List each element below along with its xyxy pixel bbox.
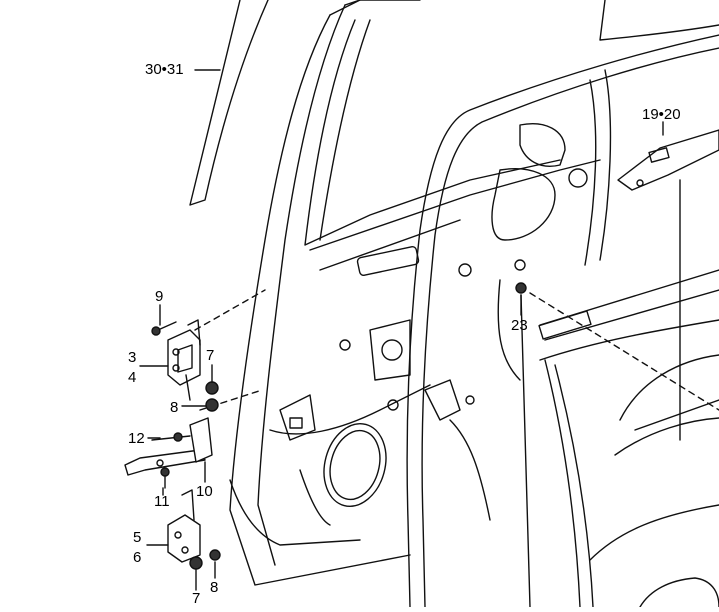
callout-7-lower: 7 <box>192 590 201 607</box>
trim-panel-body <box>539 319 719 361</box>
nut-7b <box>189 556 203 570</box>
window-edge <box>304 19 561 246</box>
door-weatherstrip <box>406 34 719 608</box>
check-mount-slot <box>289 417 303 429</box>
lower-panel-curve <box>299 469 331 526</box>
latch-hole <box>465 395 475 405</box>
callout-4: 4 <box>128 369 137 386</box>
trim-lower-curve <box>589 504 719 561</box>
inner-panel-hole-a <box>568 168 588 188</box>
bolt-12 <box>151 432 191 442</box>
trim-armrest-pocket <box>634 399 719 431</box>
fastener-23 <box>515 282 527 294</box>
inner-panel-top <box>309 159 601 251</box>
nut-8b <box>209 549 221 561</box>
trim-panel-top-b <box>544 289 719 341</box>
callout-19-20: 19•20 <box>642 106 681 123</box>
dashed-ref-upper <box>194 289 266 331</box>
door-top-rail-inner <box>344 0 363 6</box>
regulator-rail <box>544 359 581 608</box>
window-edge-inner <box>319 19 371 241</box>
inner-panel-hole-b <box>458 263 472 277</box>
trim-armrest <box>619 354 719 421</box>
callout-10: 10 <box>196 483 213 500</box>
callout-3: 3 <box>128 349 137 366</box>
callout-5: 5 <box>133 529 142 546</box>
speaker-ring <box>323 422 387 508</box>
callout-7-upper: 7 <box>206 347 215 364</box>
callout-12: 12 <box>128 430 145 447</box>
regulator-glass-edge <box>497 279 521 381</box>
check-mount-plate <box>279 394 316 441</box>
inner-panel-window-rail <box>319 219 461 271</box>
nut-7a <box>205 381 219 395</box>
inner-panel-speaker-hole <box>381 339 403 361</box>
hinge-upper-bolt <box>185 374 191 401</box>
callout-9: 9 <box>155 288 164 305</box>
callout-6: 6 <box>133 549 142 566</box>
callout-23: 23 <box>511 317 528 334</box>
inner-panel-cutout-b <box>519 123 566 167</box>
window-switch-button <box>648 147 670 163</box>
inner-panel-cutout-a <box>491 168 556 241</box>
callout-8-lower: 8 <box>210 579 219 596</box>
bolt-9 <box>151 321 177 336</box>
fastener-23-shaft <box>520 294 531 608</box>
door-weatherstrip-side-b <box>584 79 597 266</box>
window-switch-clip <box>636 179 644 187</box>
door-frame-outer <box>229 14 411 586</box>
callout-30-31: 30•31 <box>145 61 184 78</box>
lower-panel-edge <box>229 479 361 546</box>
inner-panel-speaker-mount <box>369 319 411 381</box>
callout-11: 11 <box>154 493 170 510</box>
window-switch-panel <box>617 129 719 191</box>
latch-assembly <box>424 379 461 421</box>
lower-hinge <box>167 489 201 563</box>
callout-8-upper: 8 <box>170 399 179 416</box>
inner-panel-slot <box>356 246 420 276</box>
trim-speaker-grille <box>639 577 719 608</box>
door-top-rail <box>329 0 421 16</box>
regulator-rail-b <box>554 364 594 608</box>
window-channel-strip <box>189 0 269 206</box>
inner-panel-lower-edge <box>269 384 431 435</box>
dashed-ref-23 <box>529 292 719 411</box>
upper-hinge <box>167 319 201 386</box>
inner-panel-hole-d <box>339 339 351 351</box>
door-weatherstrip-inner <box>421 47 719 608</box>
inner-panel-hole-c <box>514 259 526 271</box>
nut-8a <box>205 398 219 412</box>
door-weatherstrip-side <box>599 69 612 261</box>
speaker-ring-inner <box>329 429 381 501</box>
door-frame-inner <box>257 4 346 566</box>
door-check <box>124 417 213 476</box>
trim-armrest-b <box>614 417 719 456</box>
door-weatherstrip-outer <box>599 0 719 41</box>
inner-panel-hole-e <box>387 399 399 411</box>
latch-rod <box>449 419 491 521</box>
trim-panel-strip <box>538 310 592 340</box>
bolt-11 <box>160 467 170 489</box>
